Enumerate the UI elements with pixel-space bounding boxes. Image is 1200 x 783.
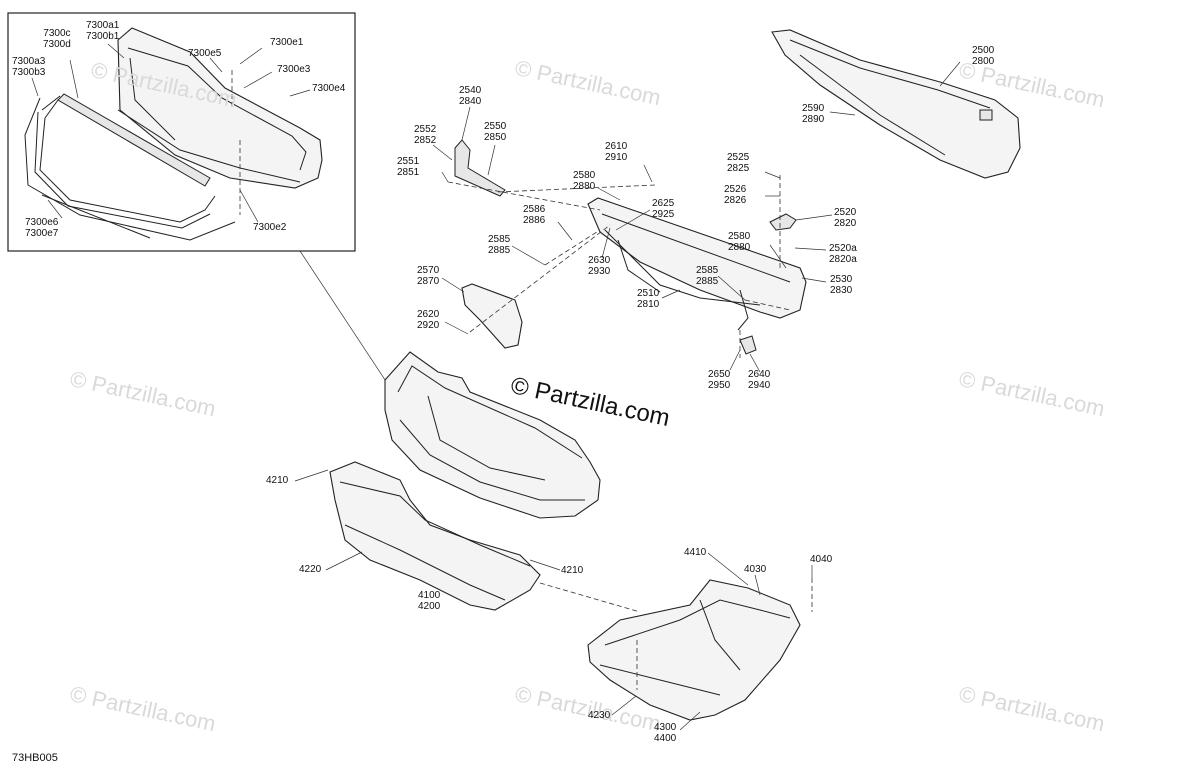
lower-door-panel [329, 461, 541, 611]
callout-label: 2540 2840 [459, 85, 482, 107]
callout-label: 2520a 2820a [829, 243, 857, 265]
upper-hinge-bracket [454, 139, 506, 197]
callout-label: 4210 [561, 565, 584, 576]
callout-label: 2585 2885 [696, 265, 719, 287]
callout-label: 7300e3 [277, 64, 311, 75]
callout-label: 4410 [684, 547, 707, 558]
lower-side-panel [587, 579, 801, 721]
callout-label: 2520 2820 [834, 207, 857, 229]
striker-bracket [769, 213, 797, 231]
lower-latch-bracket [461, 283, 523, 349]
callout-label: 7300e2 [253, 222, 287, 233]
callout-label: 2500 2800 [972, 45, 995, 67]
callout-label: 4220 [299, 564, 322, 575]
callout-label: 7300e1 [270, 37, 304, 48]
callout-label: 2530 2830 [830, 274, 853, 296]
callout-label: 2580 2880 [573, 170, 596, 192]
callout-label: 2526 2826 [724, 184, 747, 206]
door-cover-panel [771, 29, 1021, 179]
callout-label: 4210 [266, 475, 289, 486]
callout-label: 2586 2886 [523, 204, 546, 226]
callout-label: 2590 2890 [802, 103, 825, 125]
door-frame-assembly [587, 197, 807, 331]
callout-label: 7300e6 7300e7 [25, 217, 59, 239]
callout-label: 4030 [744, 564, 767, 575]
inset-door-frame [117, 27, 323, 189]
callout-label: 2650 2950 [708, 369, 731, 391]
callout-label: 4100 4200 [418, 590, 441, 612]
door-shell [384, 351, 601, 519]
callout-label: 2630 2930 [588, 255, 611, 277]
callout-label: 7300e4 [312, 83, 346, 94]
callout-label: 2580 2880 [728, 231, 751, 253]
diagram-code: 73HB005 [12, 752, 58, 764]
callout-label: 2640 2940 [748, 369, 771, 391]
inset-connector-line [299, 250, 396, 396]
callout-label: 7300a3 7300b3 [12, 56, 46, 78]
callout-label: 7300c 7300d [43, 28, 71, 50]
callout-label: 4040 [810, 554, 833, 565]
callout-label: 2510 2810 [637, 288, 660, 310]
callout-label: 7300e5 [188, 48, 222, 59]
inset-lower-strip [41, 194, 151, 239]
hinge-pin-bracket [739, 335, 757, 355]
callout-label: 2585 2885 [488, 234, 511, 256]
callout-label: 4230 [588, 710, 611, 721]
callout-label: 2620 2920 [417, 309, 440, 331]
callout-label: 2552 2852 [414, 124, 437, 146]
callout-label: 2551 2851 [397, 156, 420, 178]
callout-label: 2625 2925 [652, 198, 675, 220]
inset-door-bar [34, 93, 216, 229]
callout-label: 2550 2850 [484, 121, 507, 143]
callout-label: 2525 2825 [727, 152, 750, 174]
callout-label: 7300a1 7300b1 [86, 20, 120, 42]
callout-label: 2570 2870 [417, 265, 440, 287]
callout-label: 4300 4400 [654, 722, 677, 744]
callout-label: 2610 2910 [605, 141, 628, 163]
